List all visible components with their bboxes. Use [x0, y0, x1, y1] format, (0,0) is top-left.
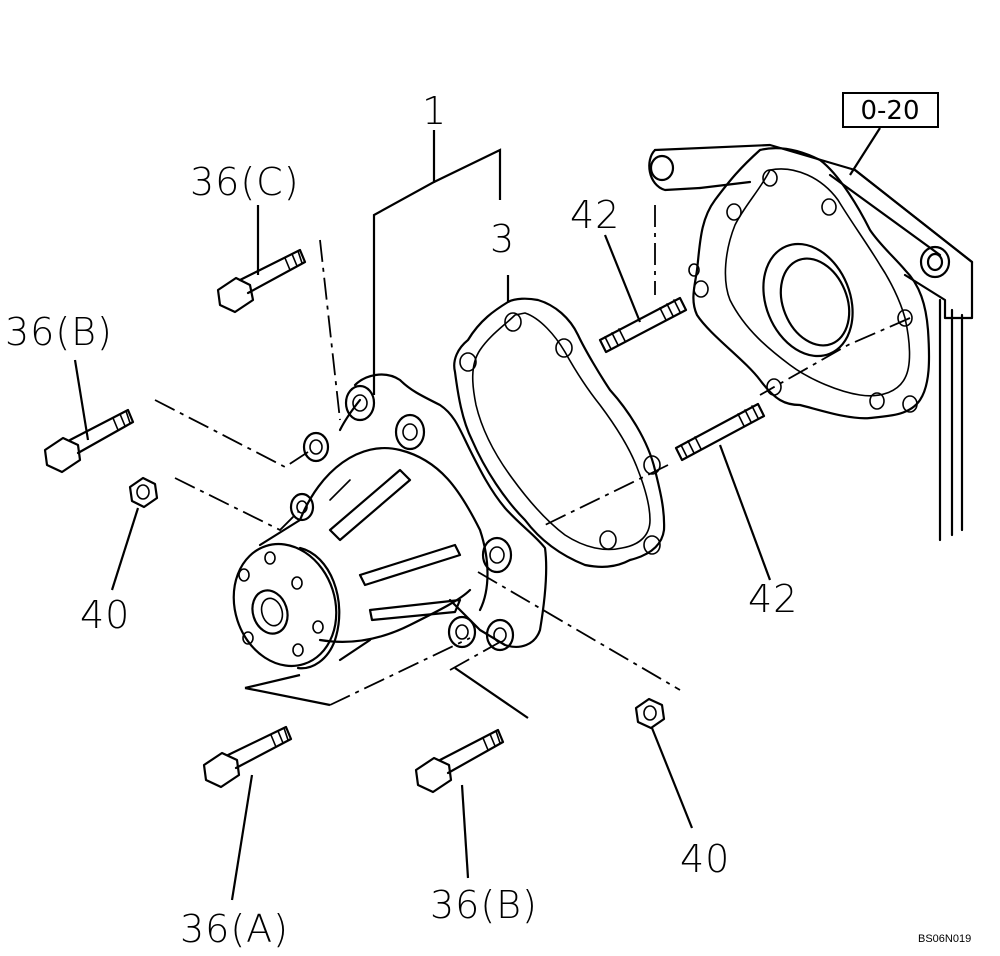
leader-lines	[73, 127, 881, 901]
callout-part-3: 3	[490, 217, 515, 261]
callout-part-36a: 36(A)	[180, 907, 289, 951]
engine-front-plate	[648, 143, 974, 542]
callout-part-36c: 36(C)	[190, 160, 300, 204]
callout-part-36b-bottom: 36(B)	[430, 883, 538, 927]
bolt-36a	[202, 725, 293, 789]
callout-part-40-right: 40	[680, 837, 730, 881]
reference-box: 0-20	[842, 92, 939, 128]
callout-part-36b-left: 36(B)	[5, 310, 113, 354]
callout-part-40-left: 40	[80, 593, 130, 637]
water-pump	[232, 373, 548, 670]
drawing-code: BS06N019	[918, 933, 971, 945]
gasket	[453, 297, 666, 568]
bolt-36c	[216, 248, 307, 314]
bolt-36b-bottom	[414, 728, 505, 794]
callout-part-1: 1	[422, 89, 447, 133]
reference-box-label: 0-20	[860, 96, 919, 126]
callout-part-42-top: 42	[570, 193, 620, 237]
stud-42-top	[598, 296, 688, 354]
center-lines	[154, 205, 911, 706]
nut-40-right	[634, 697, 666, 730]
callout-part-42-right: 42	[748, 577, 798, 621]
nut-40-left	[128, 476, 159, 509]
stud-42-bottom	[674, 402, 766, 462]
bolt-36b-left	[43, 408, 135, 474]
